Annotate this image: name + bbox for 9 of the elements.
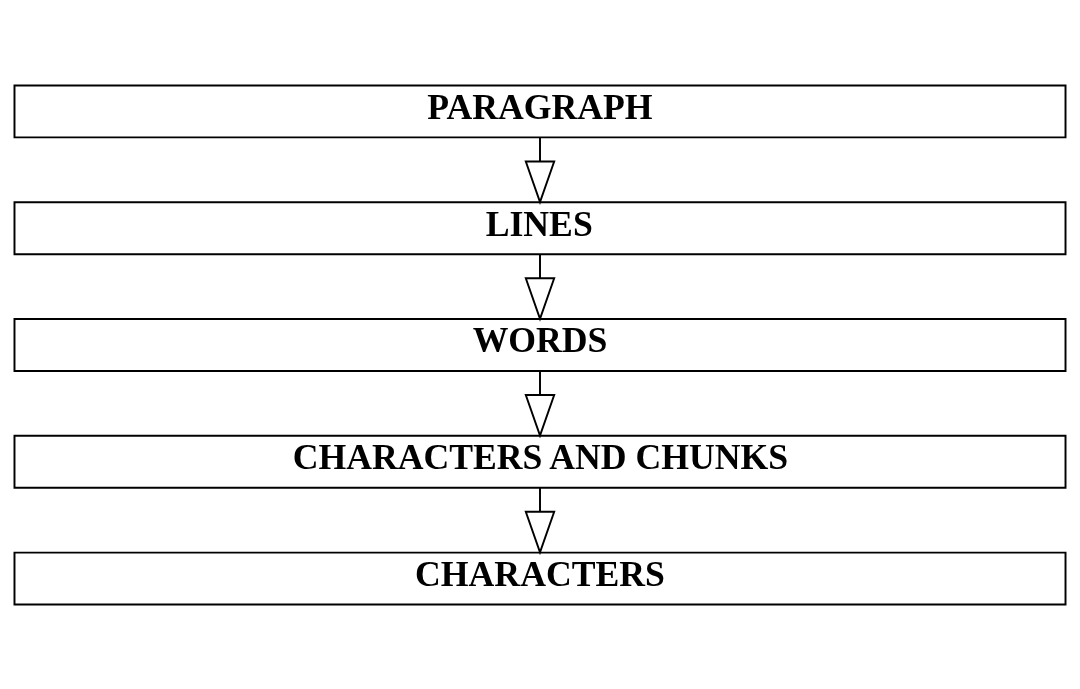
arrow xyxy=(524,136,556,205)
node-box: CHARACTERS xyxy=(13,551,1067,605)
node-box: PARAGRAPH xyxy=(13,84,1067,138)
node-box: CHARACTERS AND CHUNKS xyxy=(13,434,1067,489)
arrow xyxy=(524,253,556,322)
node-box: LINES xyxy=(13,200,1067,255)
arrow xyxy=(524,486,556,555)
arrow xyxy=(524,369,556,439)
node-box: WORDS xyxy=(13,317,1067,372)
